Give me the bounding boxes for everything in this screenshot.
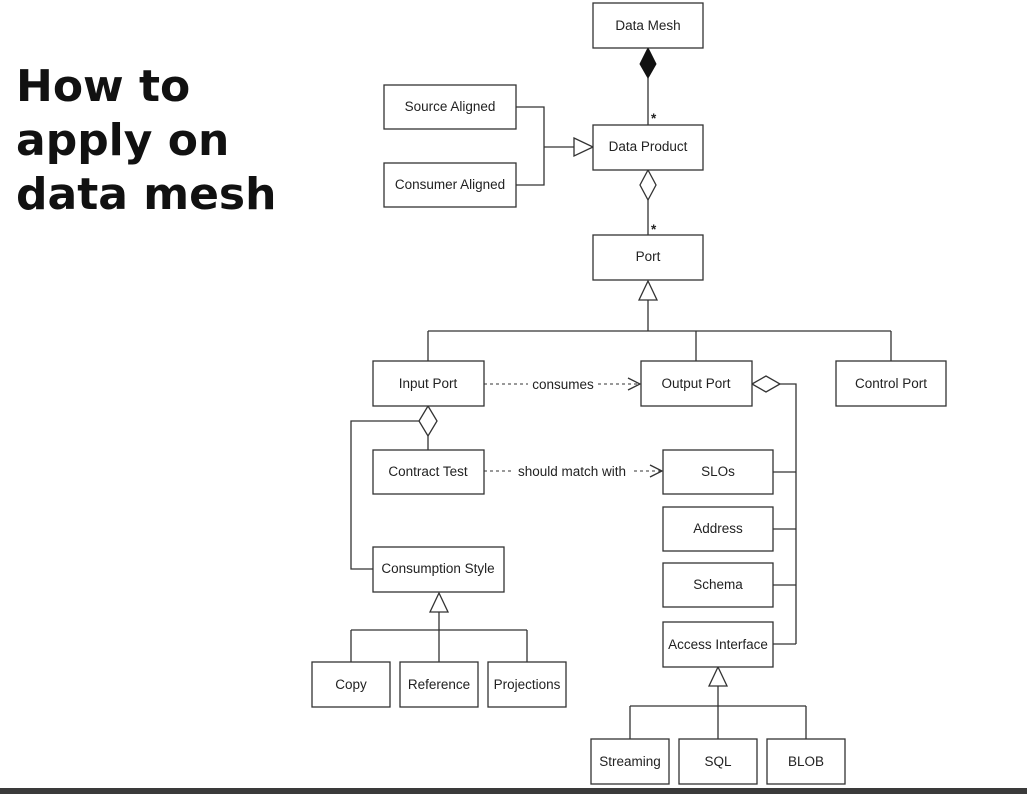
arrowhead-should-match [649,464,664,478]
node-copy: Copy [311,661,391,708]
node-source-aligned-label: Source Aligned [405,99,496,114]
label-should-match: should match with [518,464,626,479]
node-source-aligned: Source Aligned [383,84,517,130]
label-consumes: consumes [532,377,594,392]
node-consumer-aligned: Consumer Aligned [383,162,517,208]
node-address-label: Address [693,521,743,536]
node-data-product: Data Product [592,124,704,171]
generalization-arrow-access [707,665,729,687]
node-input-port: Input Port [372,360,485,407]
node-contract-test-label: Contract Test [388,464,468,479]
title-line-1: How to [16,61,191,112]
node-port: Port [592,234,704,281]
node-input-port-label: Input Port [399,376,458,391]
node-access-interface-label: Access Interface [668,637,768,652]
node-copy-label: Copy [335,677,367,692]
multiplicity-mesh-product: * [651,111,657,126]
multiplicity-product-port: * [651,222,657,237]
edge-aligned-bracket [516,106,545,186]
node-consumer-aligned-label: Consumer Aligned [395,177,505,192]
node-sql-label: SQL [704,754,732,769]
node-reference: Reference [399,661,479,708]
node-data-product-label: Data Product [609,139,688,154]
node-output-port-label: Output Port [661,376,730,391]
node-contract-test: Contract Test [372,449,485,495]
node-reference-label: Reference [408,677,470,692]
node-consumption-style-label: Consumption Style [381,561,494,576]
node-blob: BLOB [766,738,846,785]
node-projections-label: Projections [494,677,561,692]
node-streaming: Streaming [590,738,670,785]
node-address: Address [662,506,774,552]
aggregation-diamond-product [639,168,657,202]
edge-input-consumption [350,420,419,570]
node-consumption-style: Consumption Style [372,546,505,593]
node-slos-label: SLOs [701,464,735,479]
label-bg-consumes [528,376,598,392]
aggregation-diamond-input [418,404,438,438]
node-streaming-label: Streaming [599,754,661,769]
node-access-interface: Access Interface [662,621,774,668]
node-schema-label: Schema [693,577,743,592]
node-data-mesh: Data Mesh [592,2,704,49]
generalization-arrow-port [637,279,659,301]
node-control-port: Control Port [835,360,947,407]
composition-diamond [639,46,657,80]
node-control-port-label: Control Port [855,376,927,391]
bottom-edge-bar [0,788,1027,794]
node-slos: SLOs [662,449,774,495]
node-data-mesh-label: Data Mesh [615,18,680,33]
title-line-3: data mesh [16,169,277,220]
slide-title: How to apply on data mesh [16,60,276,222]
title-line-2: apply on [16,115,230,166]
node-output-port: Output Port [640,360,753,407]
generalization-arrow-consumption [428,591,450,613]
label-bg-should-match [512,463,632,479]
node-sql: SQL [678,738,758,785]
aggregation-diamond-output [750,375,782,393]
arrowhead-consumes [627,377,642,391]
node-schema: Schema [662,562,774,608]
node-blob-label: BLOB [788,754,824,769]
generalization-arrow-aligned [573,136,595,158]
node-projections: Projections [487,661,567,708]
node-port-label: Port [636,249,661,264]
edge-output-trunk [780,383,797,644]
